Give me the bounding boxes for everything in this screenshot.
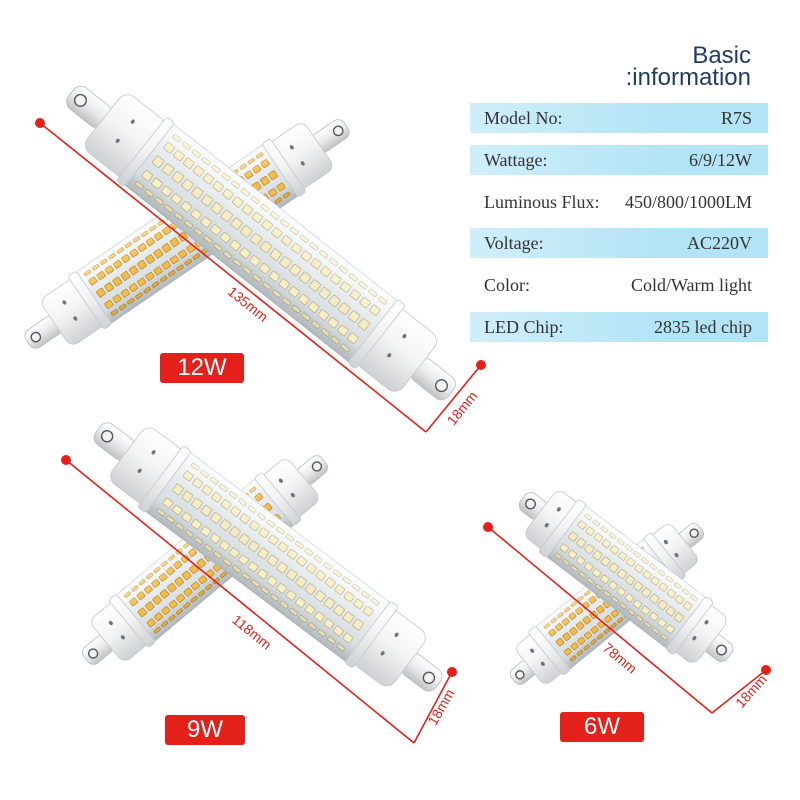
base-collar [348, 300, 405, 369]
diameter-label: 18mm [424, 686, 457, 728]
info-title: Basic :information [625, 42, 751, 91]
vent-hole [300, 161, 305, 166]
spec-label: Model No: [484, 107, 563, 128]
vent-hole [289, 145, 294, 150]
base-collar [345, 601, 398, 668]
base-collar [666, 596, 713, 655]
bulb-pair-12w [24, 85, 456, 401]
vent-hole [120, 635, 125, 640]
spec-label: Voltage: [484, 232, 544, 253]
spec-value: 6/9/12W [689, 149, 752, 170]
pin-contact [422, 671, 436, 685]
length-dimension-line [487, 526, 713, 714]
bulb-pair-9w [82, 422, 443, 692]
length-dimension-line [39, 122, 427, 433]
spec-row-model-no: Model No: R7S [470, 103, 768, 133]
diameter-label: 18mm [732, 671, 770, 711]
vent-hole [278, 478, 283, 483]
spec-row-wattage: Wattage: 6/9/12W [470, 145, 768, 175]
spec-row-luminous-flux: Luminous Flux: 450/800/1000LM [470, 187, 768, 217]
vent-hole [130, 119, 135, 124]
vent-hole [674, 552, 679, 558]
cold-light-bulb [518, 491, 734, 663]
base-collar [138, 446, 191, 513]
spec-value: 2835 led chip [654, 316, 752, 337]
vent-hole [151, 450, 156, 455]
spec-label: LED Chip: [484, 316, 564, 337]
spec-value: AC220V [686, 232, 752, 253]
vent-hole [663, 539, 668, 545]
pin-contact [73, 93, 87, 107]
base-collar [117, 117, 174, 186]
spec-value: 450/800/1000LM [624, 191, 752, 212]
vent-hole [556, 507, 561, 512]
length-dimension-line [65, 459, 415, 744]
vent-hole [387, 353, 392, 358]
base-collar [528, 626, 571, 675]
vent-hole [62, 300, 67, 305]
base-collar [539, 499, 586, 558]
vent-hole [544, 523, 549, 528]
length-label: 78mm [600, 639, 640, 676]
vent-hole [394, 632, 399, 637]
spec-row-led-chip: LED Chip: 2835 led chip [470, 312, 768, 342]
pin-contact [30, 331, 42, 343]
wattage-badge-6w: 6W [560, 712, 644, 742]
vent-hole [380, 651, 385, 656]
body-shading [545, 505, 707, 649]
body-shading [145, 452, 391, 662]
diameter-dimension-line [425, 364, 482, 433]
pin-contact [435, 379, 449, 393]
cold-light-bulb [93, 422, 443, 692]
vent-hole [530, 648, 535, 653]
base-collar [262, 139, 306, 197]
vent-hole [692, 635, 697, 641]
cold-light-bulb [66, 85, 456, 401]
pin-contact [716, 644, 727, 656]
base-collar [643, 533, 686, 582]
wattage-badge-9w: 9W [165, 715, 245, 745]
dimension-start-dot [61, 455, 71, 465]
diameter-dimension-line [413, 671, 453, 744]
spec-label: Luminous Flux: [484, 191, 600, 212]
vent-hole [290, 492, 295, 498]
pin-contact [525, 498, 536, 510]
pin-contact [515, 670, 525, 680]
body-shading [124, 123, 398, 363]
wattage-badge-12w: 12W [160, 353, 244, 383]
spec-row-voltage: Voltage: AC220V [470, 228, 768, 258]
vent-hole [115, 138, 120, 143]
pin-contact [689, 528, 699, 538]
vent-hole [73, 316, 78, 321]
spec-value: Cold/Warm light [630, 274, 752, 295]
spec-row-color: Color: Cold/Warm light [470, 270, 768, 300]
dimension-start-dot [35, 118, 45, 128]
vent-hole [137, 468, 142, 474]
length-label: 118mm [229, 611, 275, 652]
bulb-pair-6w [509, 491, 734, 685]
spec-label: Color: [484, 274, 531, 295]
base-collar [68, 271, 112, 329]
info-title-line-1: Basic [692, 42, 751, 69]
base-collar [254, 472, 301, 526]
pin-contact [87, 648, 99, 659]
pin-contact [311, 461, 323, 472]
vent-hole [108, 620, 113, 626]
base-collar [109, 594, 156, 648]
info-title-line-2: :information [625, 64, 751, 91]
spec-value: R7S [720, 107, 752, 128]
dimension-start-dot [483, 522, 493, 532]
vent-hole [540, 661, 545, 667]
dimension-end-dot [476, 360, 486, 370]
spec-label: Wattage: [484, 149, 548, 170]
dimension-end-dot [447, 667, 457, 677]
diameter-dimension-line [711, 669, 767, 714]
pin-contact [332, 125, 344, 137]
vent-hole [402, 333, 407, 339]
vent-hole [704, 620, 709, 625]
dimension-end-dot [761, 665, 771, 675]
pin-contact [100, 429, 114, 443]
